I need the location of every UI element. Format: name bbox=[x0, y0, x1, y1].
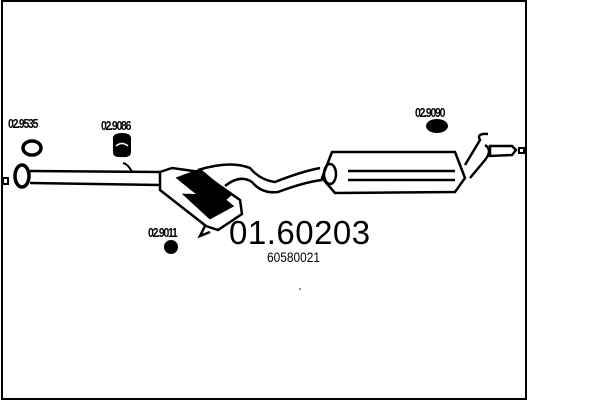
oem-number: 60580021 bbox=[267, 249, 320, 265]
rubber-mount-mid-icon bbox=[164, 240, 178, 254]
rubber-mount-front-label: 02.9086 bbox=[101, 118, 131, 133]
left-connector bbox=[2, 177, 9, 185]
rubber-mount-front-icon bbox=[112, 133, 133, 173]
center-silencer bbox=[158, 166, 244, 239]
right-connector bbox=[518, 147, 525, 154]
dot bbox=[299, 288, 301, 290]
frame bbox=[1, 0, 527, 400]
gasket-label: 02.9535 bbox=[8, 116, 38, 131]
rubber-mount-rear-icon bbox=[426, 119, 448, 133]
front-pipe bbox=[13, 163, 161, 189]
rubber-mount-mid-label: 02.9011 bbox=[148, 225, 178, 240]
intermediate-pipe bbox=[197, 163, 323, 194]
part-number: 01.60203 bbox=[229, 214, 371, 251]
rubber-mount-rear-label: 02.9090 bbox=[415, 105, 445, 120]
gasket-icon bbox=[21, 139, 43, 157]
rear-silencer bbox=[320, 132, 518, 195]
